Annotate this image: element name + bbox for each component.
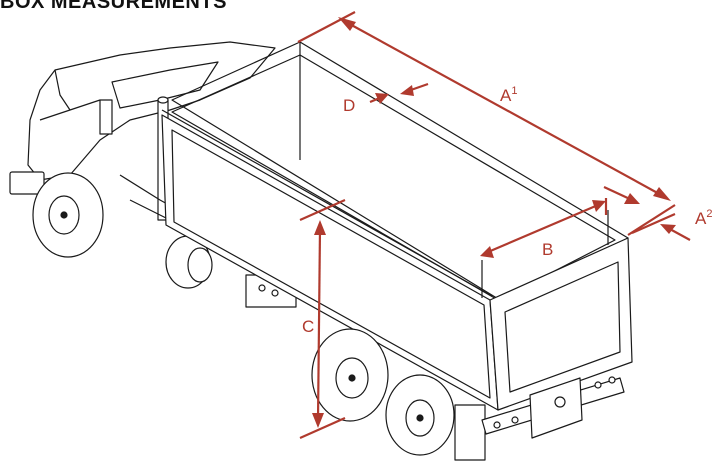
a1-extension-top xyxy=(297,11,356,43)
c-arrowhead xyxy=(312,413,324,428)
d-arrowhead-right xyxy=(400,85,414,96)
a1-arrowhead xyxy=(653,187,671,201)
a2-extension xyxy=(631,212,676,235)
a1-dimension-line xyxy=(345,21,664,197)
b-arrowhead xyxy=(592,200,606,212)
mud-flap xyxy=(454,404,486,461)
rear-light xyxy=(608,376,616,384)
hood-panel xyxy=(39,69,101,121)
c-extension-top xyxy=(299,198,346,222)
rear-light xyxy=(511,416,519,424)
box-rear-gate-panel xyxy=(504,261,621,393)
label-a2: A2 xyxy=(695,208,712,228)
front-wheel-hub xyxy=(60,211,68,219)
a1-extension-bottom xyxy=(627,204,676,236)
label-d: D xyxy=(343,96,355,115)
exhaust-cap xyxy=(157,96,169,104)
side-mirror xyxy=(99,99,113,135)
dimension-labels: A1 A2 B C D xyxy=(302,85,712,336)
rear-wheel-rear-hub xyxy=(416,414,424,422)
b-dimension-line xyxy=(487,203,599,254)
box-rear-gate xyxy=(489,237,633,411)
truck-drawing xyxy=(9,41,633,461)
a2-arrowhead-lower xyxy=(660,224,676,234)
label-b: B xyxy=(542,240,553,259)
page-title: BOX MEASUREMENTS xyxy=(0,0,227,13)
label-c: C xyxy=(302,317,314,336)
rear-hitch xyxy=(529,377,583,439)
rear-light xyxy=(493,421,501,429)
fuel-tank-cap xyxy=(187,247,213,283)
tool-box-knob xyxy=(258,284,266,292)
b-arrowhead xyxy=(480,246,494,258)
box-near-side-panel xyxy=(171,129,491,399)
d-arrowhead-left xyxy=(375,93,389,104)
c-dimension-line xyxy=(316,227,322,421)
tool-box-knob xyxy=(271,289,279,297)
front-bumper xyxy=(9,171,45,195)
rear-light xyxy=(594,381,602,389)
rear-wheel-front-hub xyxy=(348,374,356,382)
dimensions xyxy=(297,11,691,440)
a2-arrow-upper xyxy=(603,186,633,201)
box-inner-floor xyxy=(171,54,616,301)
c-extension-bottom xyxy=(299,416,346,440)
a2-arrowhead-upper xyxy=(624,193,640,204)
a1-arrowhead xyxy=(338,17,356,31)
box-top-rail xyxy=(161,109,493,297)
cab-window xyxy=(111,61,219,109)
hitch-pin xyxy=(554,396,566,408)
c-arrowhead xyxy=(314,220,326,235)
label-a1: A1 xyxy=(500,85,517,105)
